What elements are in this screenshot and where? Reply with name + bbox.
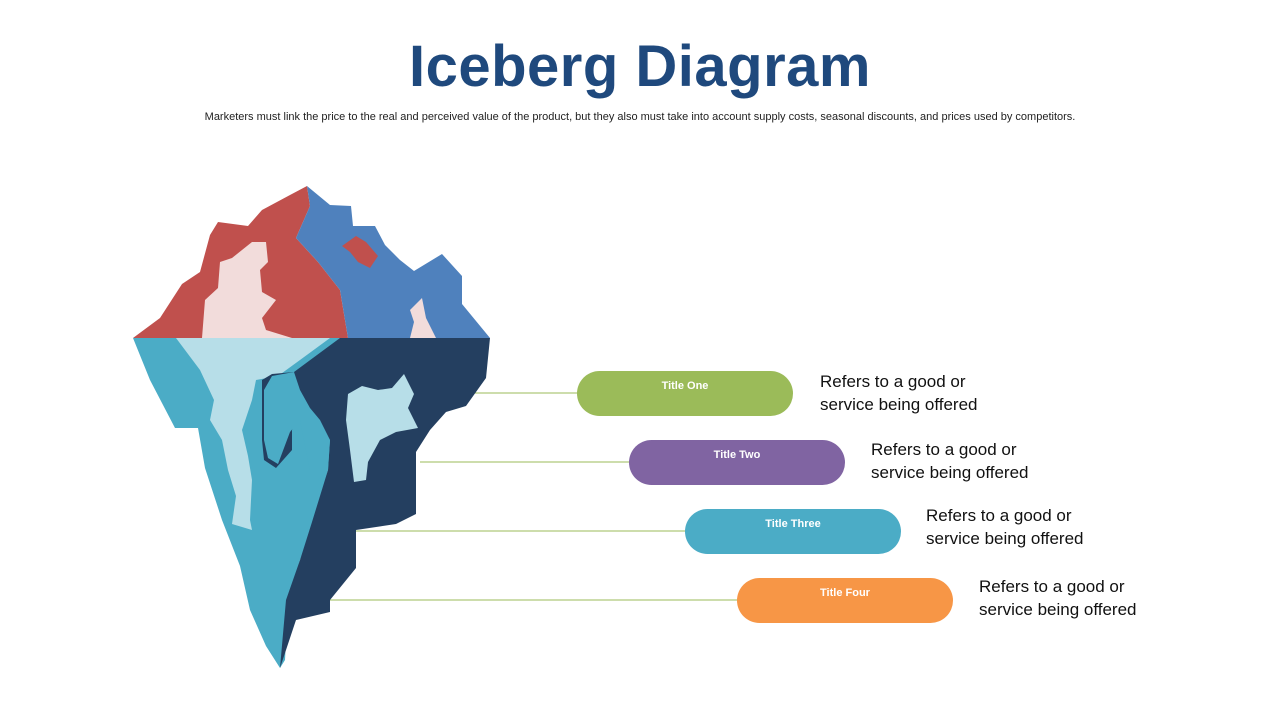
item-3-title: Title Three <box>765 518 821 530</box>
item-2-description: Refers to a good or service being offere… <box>871 440 1029 482</box>
item-4-description: Refers to a good or service being offere… <box>979 577 1137 619</box>
iceberg-top-pink-left <box>202 242 292 338</box>
iceberg-top-pink-right <box>410 298 436 338</box>
iceberg-top-blue <box>296 186 490 338</box>
iceberg-top <box>133 186 490 338</box>
iceberg-bottom-light-right <box>346 374 418 482</box>
item-3-title-pill: Title Three <box>685 509 901 554</box>
item-3-description: Refers to a good or service being offere… <box>926 506 1084 548</box>
page-title: Iceberg Diagram <box>408 34 871 99</box>
item-4-title: Title Four <box>820 587 870 599</box>
item-1-title-pill: Title One <box>577 371 793 416</box>
item-2-title-pill: Title Two <box>629 440 845 485</box>
connector-lines <box>330 392 738 601</box>
iceberg-bottom-light-left <box>176 338 330 530</box>
iceberg-bottom <box>133 338 490 668</box>
iceberg-bottom-teal-notch <box>264 372 330 480</box>
page-subtitle: Marketers must link the price to the rea… <box>204 111 1076 123</box>
item-2-title: Title Two <box>713 449 761 461</box>
item-4-title-pill: Title Four <box>737 578 953 623</box>
iceberg-top-red-patch <box>342 236 378 268</box>
item-1-description: Refers to a good or service being offere… <box>820 372 978 414</box>
item-1-title: Title One <box>661 380 709 392</box>
